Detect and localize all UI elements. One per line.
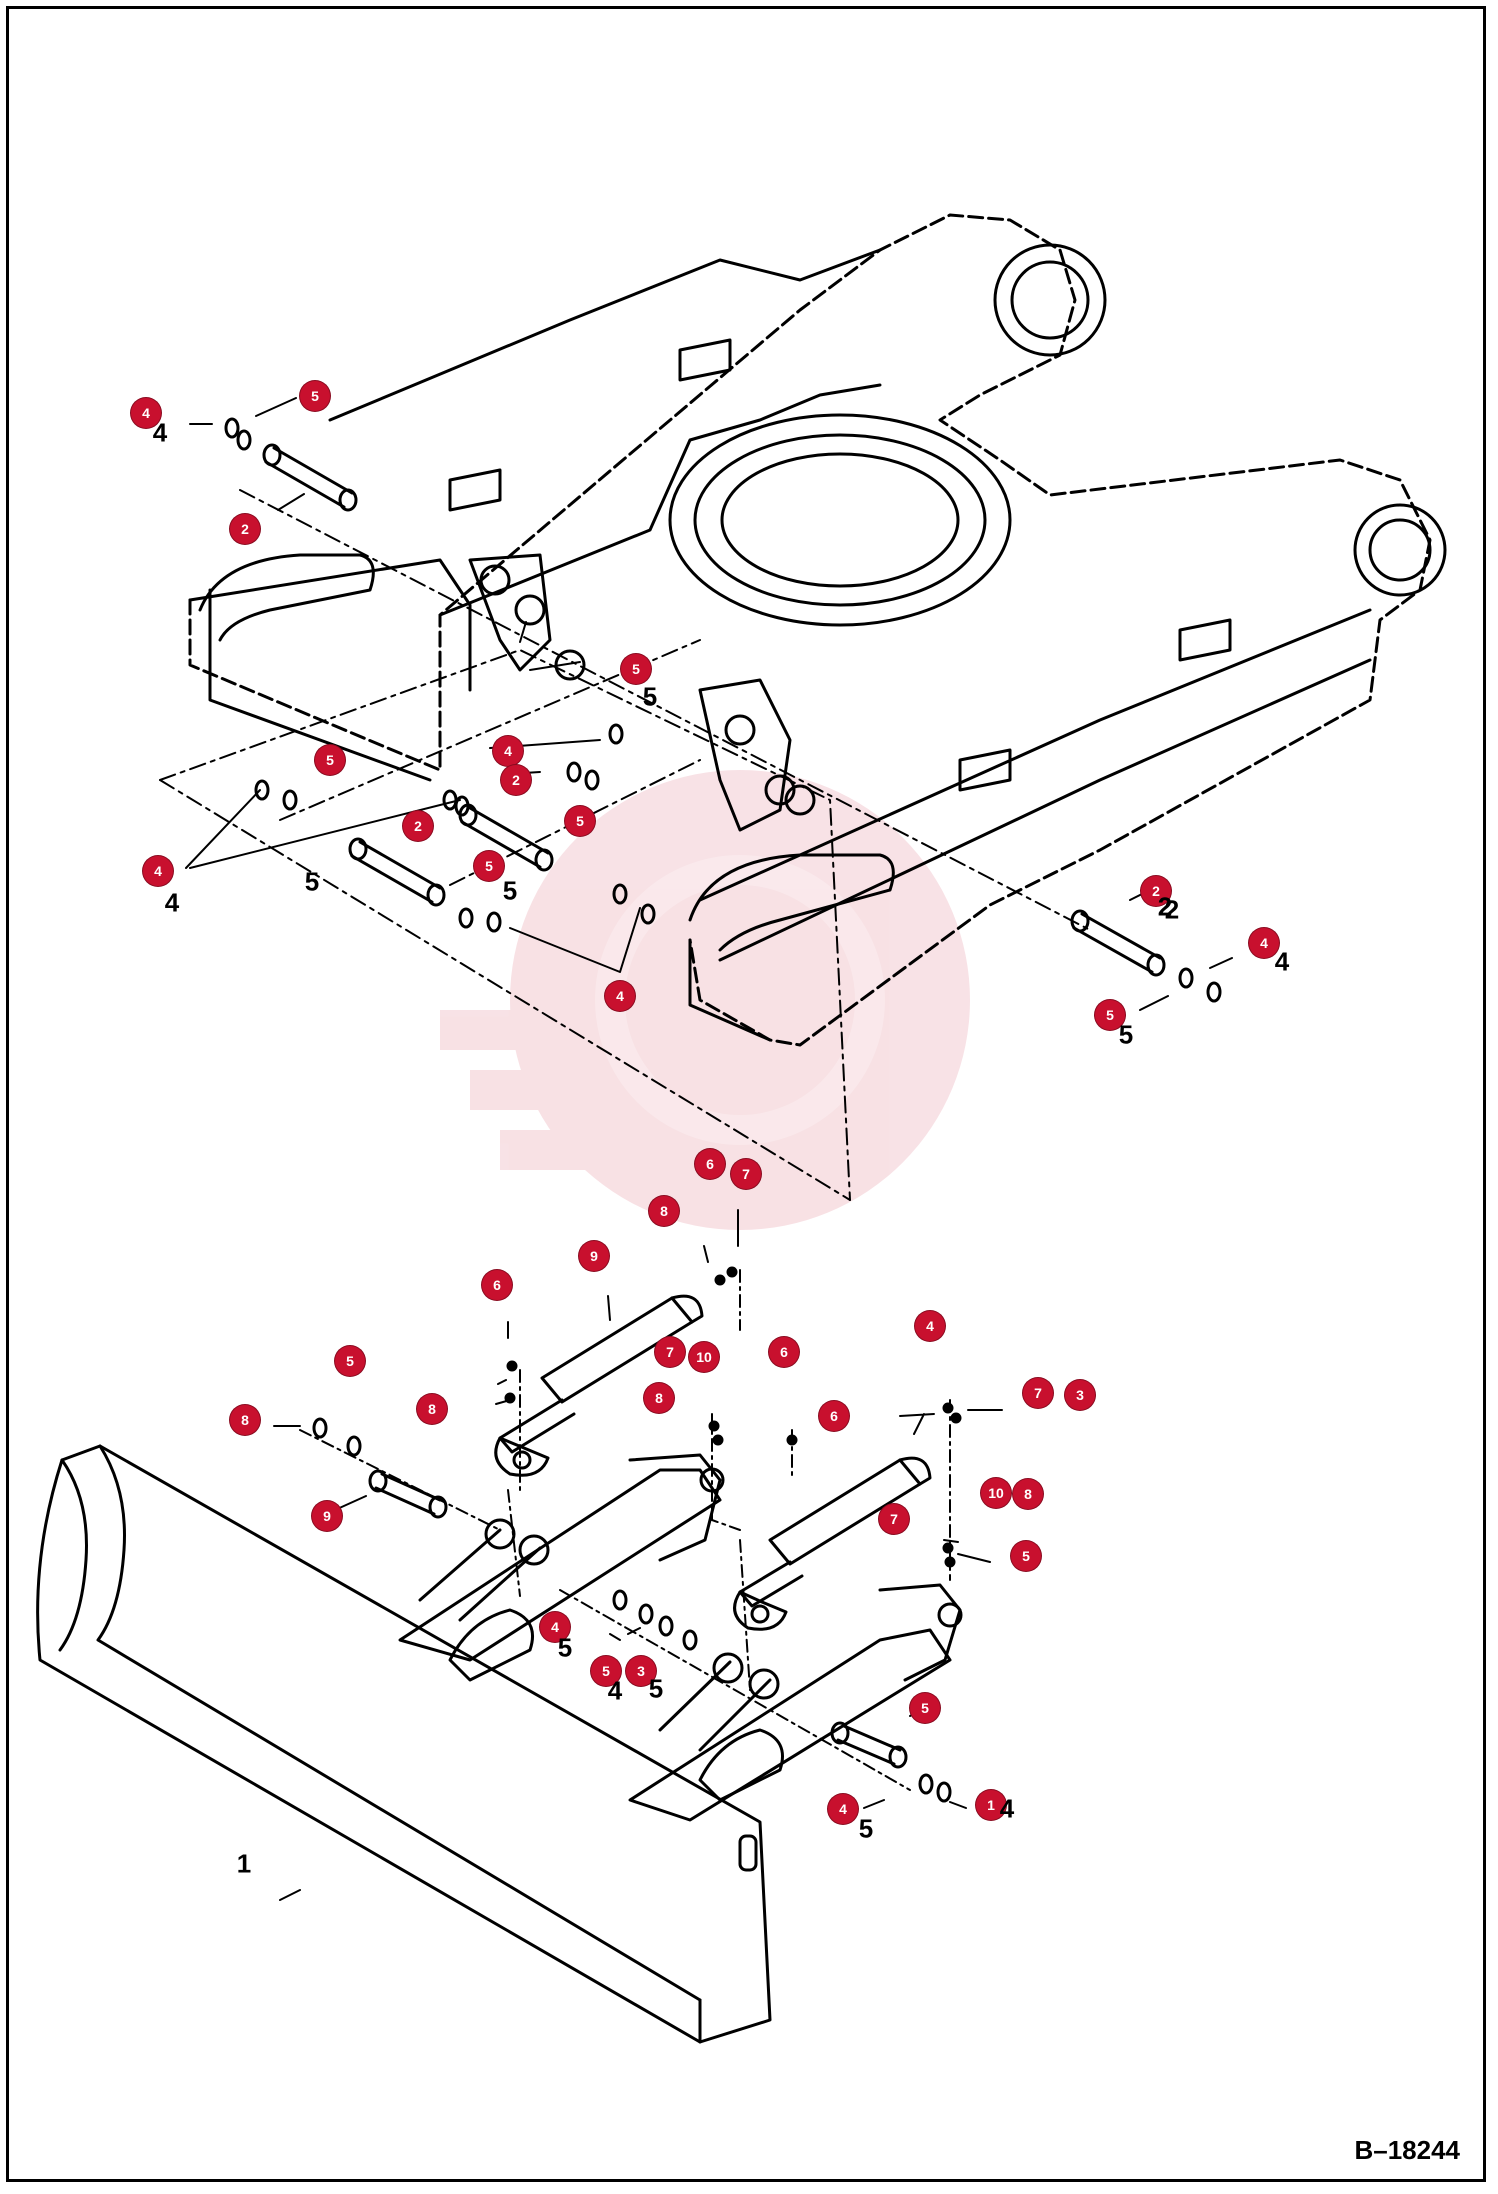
callout-4[interactable]: 4 [1249,928,1279,958]
callout-8[interactable]: 8 [649,1196,679,1226]
callout-5[interactable]: 5 [910,1693,940,1723]
printed-number-2: 2 [1164,894,1180,925]
callout-5[interactable]: 5 [315,745,345,775]
printed-number-5: 5 [858,1813,874,1844]
printed-number-4: 4 [999,1793,1015,1824]
callout-6[interactable]: 6 [769,1337,799,1367]
callout-4[interactable]: 4 [143,856,173,886]
callout-7[interactable]: 7 [655,1337,685,1367]
callout-2[interactable]: 2 [1141,876,1171,906]
printed-number-4: 4 [152,417,168,448]
printed-number-2: 2 [1157,891,1173,922]
printed-number-4: 4 [607,1675,623,1706]
callout-4[interactable]: 4 [131,398,161,428]
callout-2[interactable]: 2 [501,765,531,795]
callout-5[interactable]: 5 [335,1346,365,1376]
callout-6[interactable]: 6 [819,1401,849,1431]
callout-8[interactable]: 8 [644,1383,674,1413]
printed-number-1: 1 [236,1848,252,1879]
callout-5[interactable]: 5 [474,851,504,881]
printed-number-5: 5 [1118,1019,1134,1050]
callout-9[interactable]: 9 [312,1501,342,1531]
callout-4[interactable]: 4 [828,1794,858,1824]
printed-number-5: 5 [557,1632,573,1663]
callout-3[interactable]: 3 [626,1656,656,1686]
callout-10[interactable]: 10 [981,1478,1011,1508]
callout-8[interactable]: 8 [1013,1479,1043,1509]
callout-3[interactable]: 3 [1065,1380,1095,1410]
callout-10[interactable]: 10 [689,1342,719,1372]
callout-4[interactable]: 4 [540,1612,570,1642]
printed-number-5: 5 [502,875,518,906]
callout-4[interactable]: 4 [493,736,523,766]
callout-5[interactable]: 5 [565,806,595,836]
callout-4[interactable]: 4 [915,1311,945,1341]
callout-9[interactable]: 9 [579,1241,609,1271]
callout-5[interactable]: 5 [621,654,651,684]
printed-number-4: 4 [1274,946,1290,977]
printed-number-5: 5 [642,681,658,712]
undercarriage-frame [159,213,1447,1201]
callout-6[interactable]: 6 [695,1149,725,1179]
callout-5[interactable]: 5 [591,1656,621,1686]
printed-number-5: 5 [304,866,320,897]
callout-5[interactable]: 5 [1095,1000,1125,1030]
callout-7[interactable]: 7 [1023,1378,1053,1408]
callout-5[interactable]: 5 [1011,1541,1041,1571]
callout-5[interactable]: 5 [300,381,330,411]
callout-6[interactable]: 6 [482,1270,512,1300]
drawing-number: B–18244 [1354,2135,1460,2165]
callout-2[interactable]: 2 [230,514,260,544]
callout-1[interactable]: 1 [976,1790,1006,1820]
dozer-blade-assembly [36,1209,1003,2044]
printed-number-5: 5 [648,1673,664,1704]
callout-7[interactable]: 7 [879,1504,909,1534]
callout-7[interactable]: 7 [731,1159,761,1189]
callout-8[interactable]: 8 [230,1405,260,1435]
callout-2[interactable]: 2 [403,811,433,841]
printed-number-4: 4 [164,887,180,918]
drawing-frame [6,6,1486,2182]
callout-4[interactable]: 4 [605,981,635,1011]
callout-8[interactable]: 8 [417,1394,447,1424]
